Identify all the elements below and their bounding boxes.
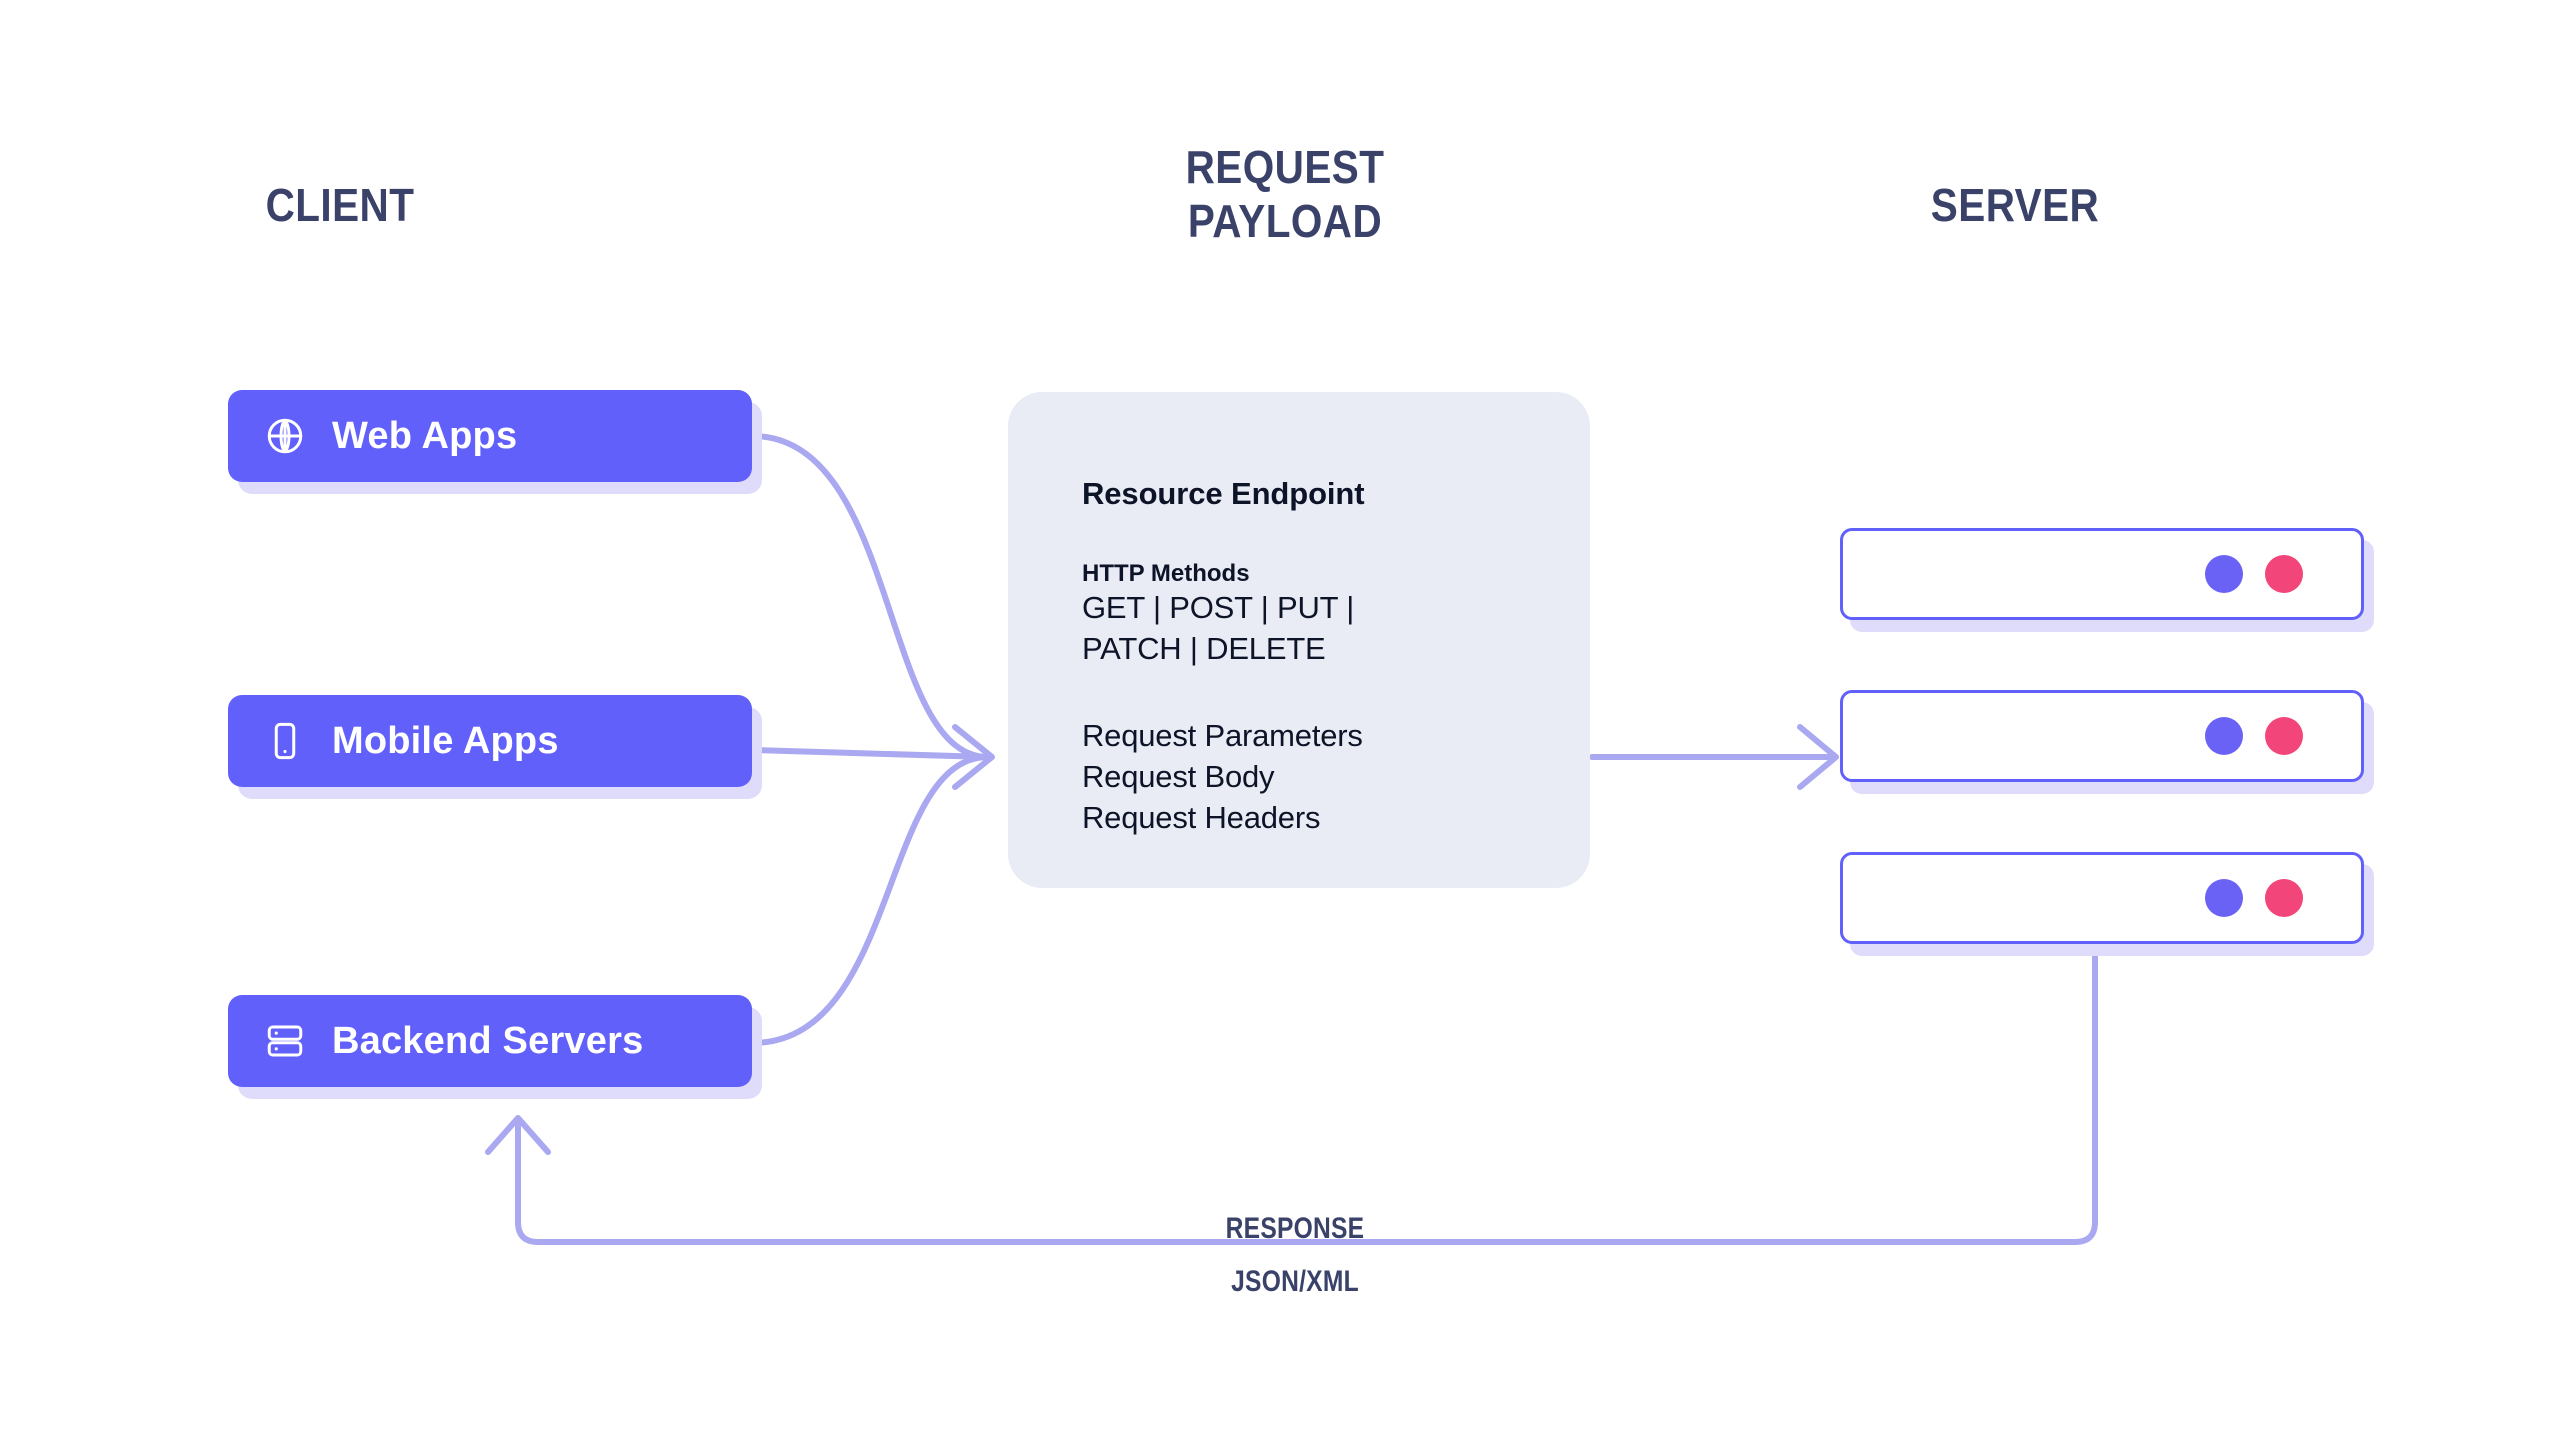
column-header-request-payload-line2: PAYLOAD — [1187, 195, 1383, 248]
arrowhead-into-backend-servers — [485, 1115, 551, 1155]
status-dot-pink — [2265, 717, 2303, 755]
status-dot-pink — [2265, 879, 2303, 917]
column-header-client: CLIENT — [265, 179, 415, 231]
client-node-label: Mobile Apps — [332, 719, 559, 762]
server-node-2[interactable] — [1840, 690, 2364, 782]
payload-spacer — [1082, 674, 1590, 720]
status-dot-purple — [2205, 717, 2243, 755]
arrowhead-into-server — [1797, 724, 1839, 790]
response-label-format: JSON/XML — [1231, 1265, 1359, 1298]
connector-response-path — [515, 947, 2098, 1245]
payload-item-request-body: Request Body — [1082, 759, 1275, 794]
mobile-phone-icon — [274, 722, 296, 760]
client-node-label: Backend Servers — [332, 1019, 644, 1062]
column-header-request-payload: REQUEST PAYLOAD — [1113, 140, 1456, 249]
status-dot-purple — [2205, 555, 2243, 593]
column-header-server: SERVER — [1930, 179, 2100, 231]
payload-item-request-parameters: Request Parameters — [1082, 718, 1363, 753]
payload-title: Resource Endpoint — [1082, 476, 1365, 511]
column-header-request-payload-line1: REQUEST — [1185, 141, 1385, 193]
payload-item-request-headers: Request Headers — [1082, 800, 1321, 835]
client-node-backend-servers[interactable]: Backend Servers — [228, 995, 752, 1087]
arrowhead-into-payload — [952, 724, 995, 790]
server-node-1[interactable] — [1840, 528, 2364, 620]
client-node-web-apps[interactable]: Web Apps — [228, 390, 752, 482]
connector-web-apps-to-payload — [749, 433, 991, 760]
server-rack-icon — [267, 1025, 303, 1057]
client-node-mobile-apps[interactable]: Mobile Apps — [228, 695, 752, 787]
response-label-response: RESPONSE — [1225, 1212, 1365, 1245]
connector-mobile-apps-to-payload — [749, 747, 991, 760]
client-node-label: Web Apps — [332, 414, 518, 457]
globe-icon — [267, 418, 303, 454]
payload-http-methods-line1: GET | POST | PUT | — [1082, 590, 1355, 625]
server-node-3[interactable] — [1840, 852, 2364, 944]
request-payload-card: Resource Endpoint HTTP Methods GET | POS… — [1008, 392, 1590, 888]
payload-http-methods-label: HTTP Methods — [1082, 560, 1250, 587]
status-dot-purple — [2205, 879, 2243, 917]
status-dot-pink — [2265, 555, 2303, 593]
connector-backend-servers-to-payload — [749, 754, 991, 1046]
payload-http-methods-line2: PATCH | DELETE — [1082, 631, 1326, 666]
